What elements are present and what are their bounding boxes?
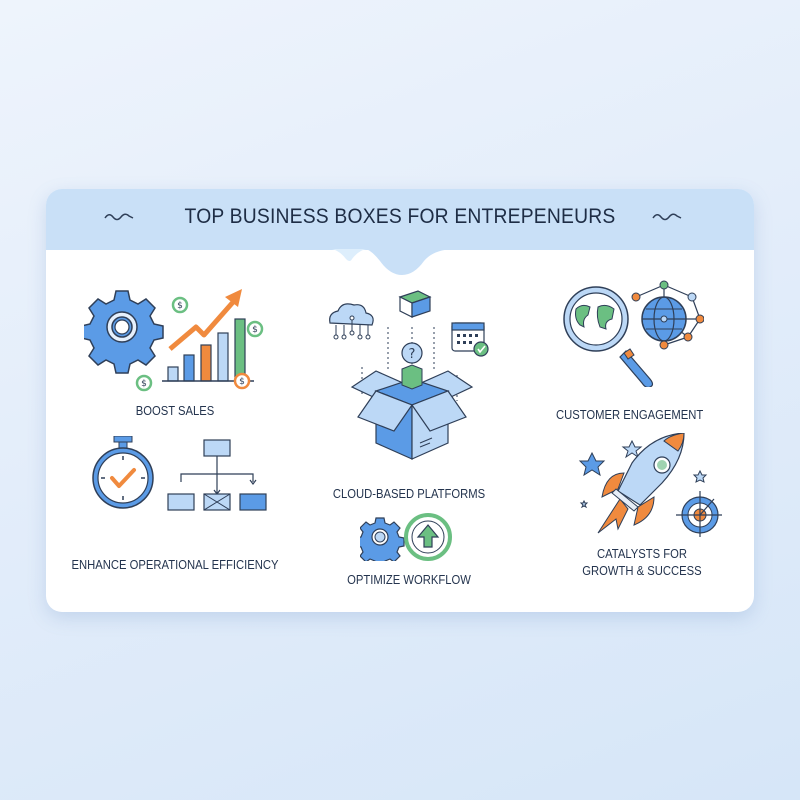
- label-catalysts-line1: CATALYSTS FOR: [596, 547, 687, 561]
- squiggle-right-icon: [652, 213, 682, 221]
- magnifier-globe-network-icon: [563, 280, 704, 387]
- label-boost-sales: BOOST SALES: [135, 404, 215, 418]
- page-title: TOP BUSINESS BOXES FOR ENTREPENEURS: [184, 205, 616, 228]
- svg-text:$: $: [239, 377, 245, 387]
- svg-text:$: $: [177, 301, 183, 311]
- label-optimize-workflow: OPTIMIZE WORKFLOW: [347, 573, 471, 587]
- svg-text:?: ?: [409, 347, 416, 362]
- header-drip-decoration: [316, 249, 456, 275]
- stopwatch-flowchart-icon: [92, 436, 267, 511]
- label-catalysts-line2: GROWTH & SUCCESS: [582, 564, 702, 578]
- label-customer-engagement: CUSTOMER ENGAGEMENT: [556, 408, 704, 422]
- open-box-cloud-calendar-icon: ?: [329, 290, 489, 460]
- svg-text:$: $: [252, 325, 258, 335]
- label-enhance-operational-efficiency: ENHANCE OPERATIONAL EFFICIENCY: [71, 558, 279, 572]
- squiggle-left-icon: [104, 213, 134, 221]
- svg-text:$: $: [141, 379, 147, 389]
- header-banner: TOP BUSINESS BOXES FOR ENTREPENEURS: [46, 189, 754, 250]
- rocket-target-icon: [578, 433, 722, 537]
- label-cloud-based-platforms: CLOUD-BASED PLATFORMS: [332, 487, 486, 501]
- gear-growth-chart-icon: $ $ $ $: [84, 289, 264, 392]
- gear-up-arrow-icon: [360, 513, 452, 561]
- infographic-card: TOP BUSINESS BOXES FOR ENTREPENEURS $ $ …: [46, 189, 754, 612]
